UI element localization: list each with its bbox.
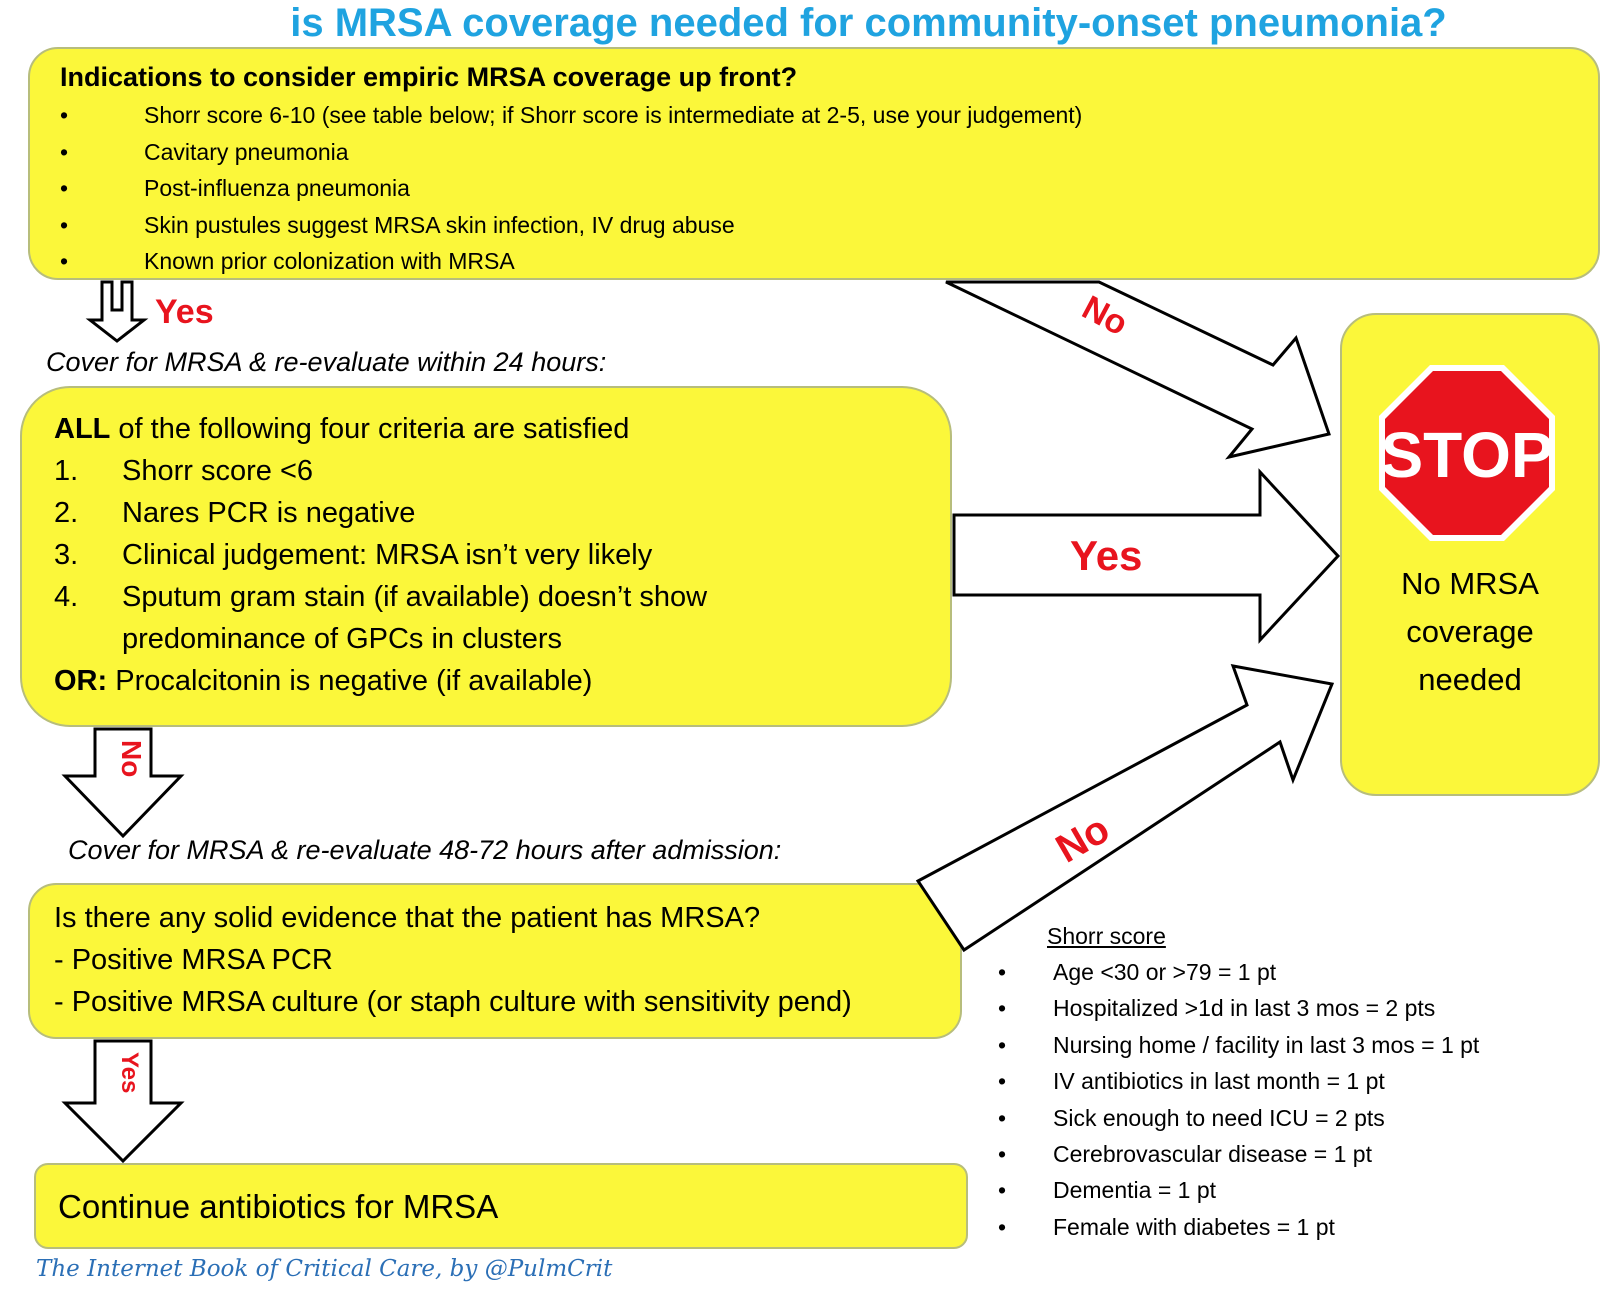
evidence-item: - Positive MRSA PCR: [54, 944, 333, 976]
list-item: Cavitary pneumonia: [60, 134, 1598, 171]
criteria-intro-bold: ALL: [54, 413, 111, 445]
no-arrow-3: [915, 664, 1335, 953]
stop-sign-text: STOP: [1380, 419, 1553, 491]
criteria-or-text: Procalcitonin is negative (if available): [107, 665, 593, 697]
list-item: Sick enough to need ICU = 2 pts: [995, 1100, 1605, 1137]
yes-down-arrow-1: [85, 280, 149, 343]
yes-label-1: Yes: [155, 293, 214, 331]
criteria-box: ALL of the following four criteria are s…: [20, 386, 952, 727]
criteria-number: 1.: [54, 455, 79, 487]
evidence-box: Is there any solid evidence that the pat…: [28, 883, 962, 1039]
criteria-item-continuation: predominance of GPCs in clusters: [122, 623, 563, 655]
no-label-2: No: [116, 740, 147, 777]
stop-box: STOP No MRSA coverage needed: [1340, 313, 1600, 796]
no-down-arrow-2: [61, 727, 185, 839]
criteria-number: 4.: [54, 581, 79, 613]
criteria-number: 3.: [54, 539, 79, 571]
stop-label-line: needed: [1418, 662, 1522, 697]
list-item: Known prior colonization with MRSA: [60, 243, 1598, 280]
evidence-item: - Positive MRSA culture (or staph cultur…: [54, 986, 852, 1018]
list-item: Dementia = 1 pt: [995, 1172, 1605, 1209]
criteria-or-bold: OR:: [54, 665, 108, 697]
list-item: Cerebrovascular disease = 1 pt: [995, 1136, 1605, 1173]
criteria-text: Shorr score <6: [122, 455, 314, 487]
list-item: Shorr score 6-10 (see table below; if Sh…: [60, 97, 1598, 134]
shorr-score-title: Shorr score: [1047, 923, 1166, 949]
criteria-intro: ALL of the following four criteria are s…: [54, 408, 950, 450]
yes-down-arrow-3: [61, 1039, 185, 1164]
evidence-question: Is there any solid evidence that the pat…: [54, 902, 761, 934]
list-item: IV antibiotics in last month = 1 pt: [995, 1063, 1605, 1100]
cover-24h-label: Cover for MRSA & re-evaluate within 24 h…: [46, 347, 607, 377]
criteria-text: Nares PCR is negative: [122, 497, 416, 529]
indications-heading: Indications to consider empiric MRSA cov…: [60, 62, 798, 92]
stop-label-line: No MRSA: [1401, 566, 1539, 601]
cover-48h-label: Cover for MRSA & re-evaluate 48-72 hours…: [68, 835, 782, 865]
list-item: Age <30 or >79 = 1 pt: [995, 954, 1605, 991]
stop-label-line: coverage: [1406, 614, 1534, 649]
yes-label-3: Yes: [116, 1052, 143, 1093]
criteria-item: 2. Nares PCR is negative: [54, 492, 950, 534]
indications-box: Indications to consider empiric MRSA cov…: [28, 47, 1600, 280]
no-arrow-1: [945, 280, 1331, 460]
credit-text: The Internet Book of Critical Care, by @…: [36, 1256, 613, 1282]
page-title: is MRSA coverage needed for community-on…: [290, 1, 1447, 45]
stop-label: No MRSA coverage needed: [1342, 560, 1598, 704]
indications-list: Shorr score 6-10 (see table below; if Sh…: [60, 97, 1598, 280]
continue-box: Continue antibiotics for MRSA: [34, 1163, 968, 1249]
criteria-or: OR: Procalcitonin is negative (if availa…: [54, 660, 950, 702]
shorr-score-table: Shorr score Age <30 or >79 = 1 pt Hospit…: [995, 918, 1605, 1246]
list-item: Hospitalized >1d in last 3 mos = 2 pts: [995, 990, 1605, 1027]
criteria-number: 2.: [54, 497, 79, 529]
list-item: Nursing home / facility in last 3 mos = …: [995, 1027, 1605, 1064]
criteria-text: Sputum gram stain (if available) doesn’t…: [122, 581, 708, 613]
criteria-item: 4. Sputum gram stain (if available) doesn…: [54, 576, 950, 618]
criteria-text: Clinical judgement: MRSA isn’t very like…: [122, 539, 653, 571]
shorr-score-list: Age <30 or >79 = 1 pt Hospitalized >1d i…: [995, 954, 1605, 1246]
criteria-item: 3. Clinical judgement: MRSA isn’t very li…: [54, 534, 950, 576]
criteria-item: 1. Shorr score <6: [54, 450, 950, 492]
yes-label-2: Yes: [1070, 532, 1142, 579]
criteria-intro-text: of the following four criteria are satis…: [110, 413, 630, 445]
yes-right-arrow-2: [952, 468, 1341, 644]
stop-sign-icon: STOP: [1379, 365, 1555, 541]
list-item: Female with diabetes = 1 pt: [995, 1209, 1605, 1246]
list-item: Skin pustules suggest MRSA skin infectio…: [60, 207, 1598, 244]
list-item: Post-influenza pneumonia: [60, 170, 1598, 207]
